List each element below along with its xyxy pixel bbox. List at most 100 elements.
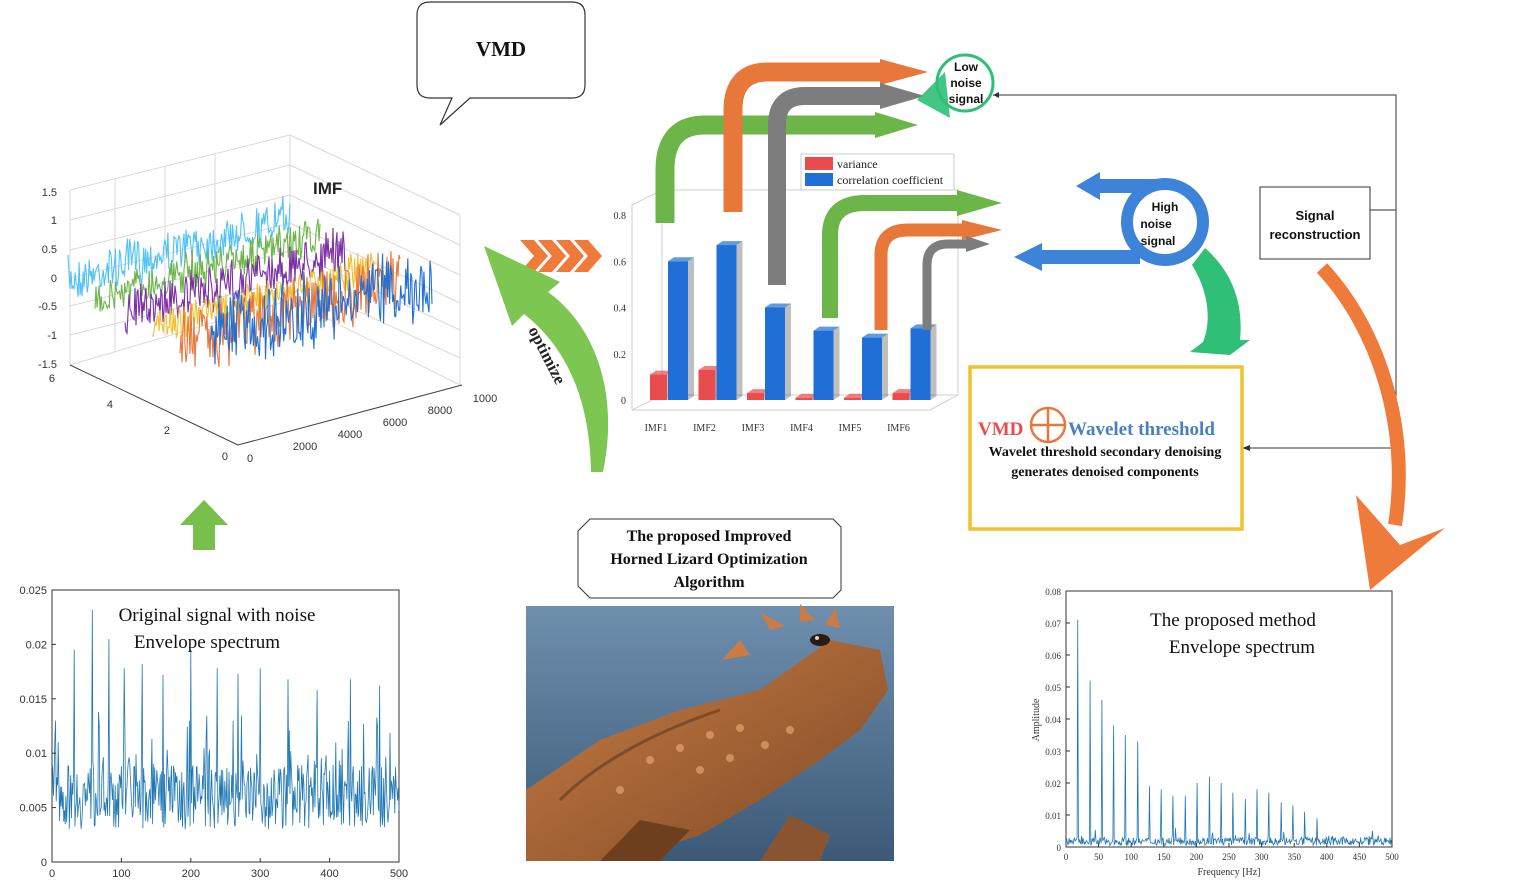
spectrum-xtick: 100 bbox=[112, 868, 130, 880]
circle-plus-icon bbox=[1029, 406, 1067, 444]
imf-bar-y-ticks: 0 0.2 0.4 0.6 0.8 bbox=[614, 211, 627, 407]
spectrum-ytick: 0.03 bbox=[1045, 747, 1061, 757]
spectrum-ytick: 0.08 bbox=[1045, 587, 1061, 597]
legend-variance-swatch bbox=[805, 157, 833, 170]
spectrum-xtick: 50 bbox=[1094, 852, 1104, 862]
correlation-bar bbox=[813, 326, 840, 400]
imf-3d-ytick: -0.5 bbox=[38, 301, 57, 313]
correlation-bar bbox=[716, 241, 743, 400]
high-noise-signal-node: High noise signal bbox=[1014, 172, 1250, 355]
correlation-bar bbox=[862, 333, 888, 400]
correlation-bar bbox=[910, 324, 937, 400]
connector-lines bbox=[993, 94, 1397, 449]
imf-3d-ztick: 4 bbox=[107, 399, 113, 411]
spectrum-xtick: 250 bbox=[1222, 852, 1236, 862]
spectrum-xtick: 300 bbox=[251, 868, 269, 880]
low-noise-signal-node: Low noise signal bbox=[917, 53, 995, 118]
imf-bar-ytick: 0 bbox=[621, 396, 626, 407]
spectrum-xtick: 400 bbox=[320, 868, 338, 880]
spectrum-ytick: 0.01 bbox=[1045, 811, 1061, 821]
imf-3d-ytick: 0 bbox=[51, 273, 57, 285]
imf-3d-traces bbox=[67, 196, 433, 368]
chevron-right-icon bbox=[520, 240, 602, 272]
spectrum-xtick: 150 bbox=[1157, 852, 1171, 862]
imf-3d-axes bbox=[69, 364, 463, 446]
imf-bar-ytick: 0.6 bbox=[614, 257, 627, 268]
imf-bar-category: IMF5 bbox=[839, 423, 862, 434]
imf-3d-xtick: 6000 bbox=[383, 417, 407, 429]
algorithm-box: The proposed Improved Horned Lizard Opti… bbox=[577, 518, 842, 599]
legend-correlation-swatch bbox=[805, 173, 833, 186]
spectrum-line bbox=[51, 609, 400, 830]
imf-bar-ytick: 0.2 bbox=[614, 350, 627, 361]
reconstruction-arrow bbox=[1316, 263, 1445, 590]
vmd-speech-bubble: VMD bbox=[416, 1, 586, 126]
spectrum-ytick: 0.02 bbox=[26, 639, 47, 651]
spectrum-ytick: 0.02 bbox=[1045, 779, 1061, 789]
spectrum-xtick: 450 bbox=[1353, 852, 1367, 862]
spectrum-ytick: 0.015 bbox=[19, 694, 47, 706]
imf-3d-y-ticks: 1.5 1 0.5 0 -0.5 -1 -1.5 bbox=[38, 187, 57, 371]
optimize-arrow bbox=[484, 246, 609, 472]
proposed-ylabel: Amplitude bbox=[1031, 698, 1042, 741]
up-arrow-icon bbox=[180, 500, 228, 550]
imf-trace-6 bbox=[209, 253, 433, 365]
original-spectrum-chart: 0 100 200 300 400 500 0 0.005 0.01 0.015 0.02 0.025… bbox=[19, 585, 408, 880]
bar-flow-arrows bbox=[655, 59, 1002, 330]
imf-3d-grid bbox=[69, 134, 461, 386]
imf-3d-xtick: 1000 bbox=[473, 393, 497, 405]
spectrum-ytick: 0.04 bbox=[1045, 715, 1061, 725]
imf-3d-xtick: 2000 bbox=[293, 441, 317, 453]
imf-3d-xtick: 0 bbox=[247, 453, 253, 465]
spectrum-xtick: 500 bbox=[390, 868, 408, 880]
spectrum-ytick: 0.07 bbox=[1045, 619, 1061, 629]
imf-trace-3 bbox=[124, 227, 346, 335]
spectrum-ytick: 0 bbox=[1057, 843, 1062, 853]
spectrum-xtick: 400 bbox=[1320, 852, 1334, 862]
spectrum-xtick: 350 bbox=[1287, 852, 1301, 862]
imf-trace-1 bbox=[67, 196, 291, 298]
imf-bar-ytick: 0.4 bbox=[614, 304, 627, 315]
imf-3d-xtick: 8000 bbox=[428, 405, 452, 417]
spectrum-xtick: 300 bbox=[1255, 852, 1269, 862]
connector-arrowhead bbox=[1242, 445, 1250, 451]
spectrum-ytick: 0.01 bbox=[26, 748, 47, 760]
imf-bar-category: IMF3 bbox=[742, 423, 765, 434]
imf-3d-ztick: 6 bbox=[49, 373, 55, 385]
original-spectrum-trace bbox=[51, 609, 400, 830]
imf-3d-chart: IMF 1.5 1 0.5 0 -0.5 -1 -1.5 6 4 2 0 0 2… bbox=[38, 134, 497, 465]
spectrum-ytick: 0.005 bbox=[19, 803, 47, 815]
spectrum-xtick: 200 bbox=[182, 868, 200, 880]
connector-arrowhead bbox=[993, 92, 999, 98]
spectrum-ytick: 0.05 bbox=[1045, 683, 1061, 693]
imf-3d-x-ticks: 0 2000 4000 6000 8000 1000 bbox=[247, 393, 497, 465]
imf-3d-ztick: 0 bbox=[222, 451, 228, 463]
imf-bar-category: IMF1 bbox=[645, 423, 668, 434]
imf-3d-ytick: 1 bbox=[51, 215, 57, 227]
proposed-xlabel: Frequency [Hz] bbox=[1197, 867, 1260, 878]
imf-bar-category: IMF6 bbox=[887, 423, 910, 434]
horned-lizard-photo bbox=[526, 604, 894, 861]
correlation-bar bbox=[668, 257, 694, 400]
spectrum-ytick: 0 bbox=[41, 857, 47, 869]
imf-3d-z-ticks: 6 4 2 0 bbox=[49, 373, 228, 463]
spectrum-ytick: 0.06 bbox=[1045, 651, 1061, 661]
imf-3d-ztick: 2 bbox=[164, 425, 170, 437]
signal-reconstruction-box: Signal reconstruction bbox=[1259, 186, 1371, 260]
imf-bar-ytick: 0.8 bbox=[614, 211, 627, 222]
spectrum-xtick: 100 bbox=[1124, 852, 1138, 862]
imf-trace-5 bbox=[179, 250, 401, 368]
spectrum-xtick: 500 bbox=[1385, 852, 1399, 862]
correlation-bar bbox=[765, 303, 791, 400]
imf-3d-ytick: 1.5 bbox=[42, 187, 57, 199]
imf-3d-xtick: 4000 bbox=[338, 429, 362, 441]
spectrum-ytick: 0.025 bbox=[19, 585, 47, 597]
spectrum-xtick: 200 bbox=[1190, 852, 1204, 862]
spectrum-xtick: 0 bbox=[49, 868, 55, 880]
imf-trace-2 bbox=[94, 218, 321, 312]
imf-bar-category: IMF4 bbox=[790, 423, 813, 434]
